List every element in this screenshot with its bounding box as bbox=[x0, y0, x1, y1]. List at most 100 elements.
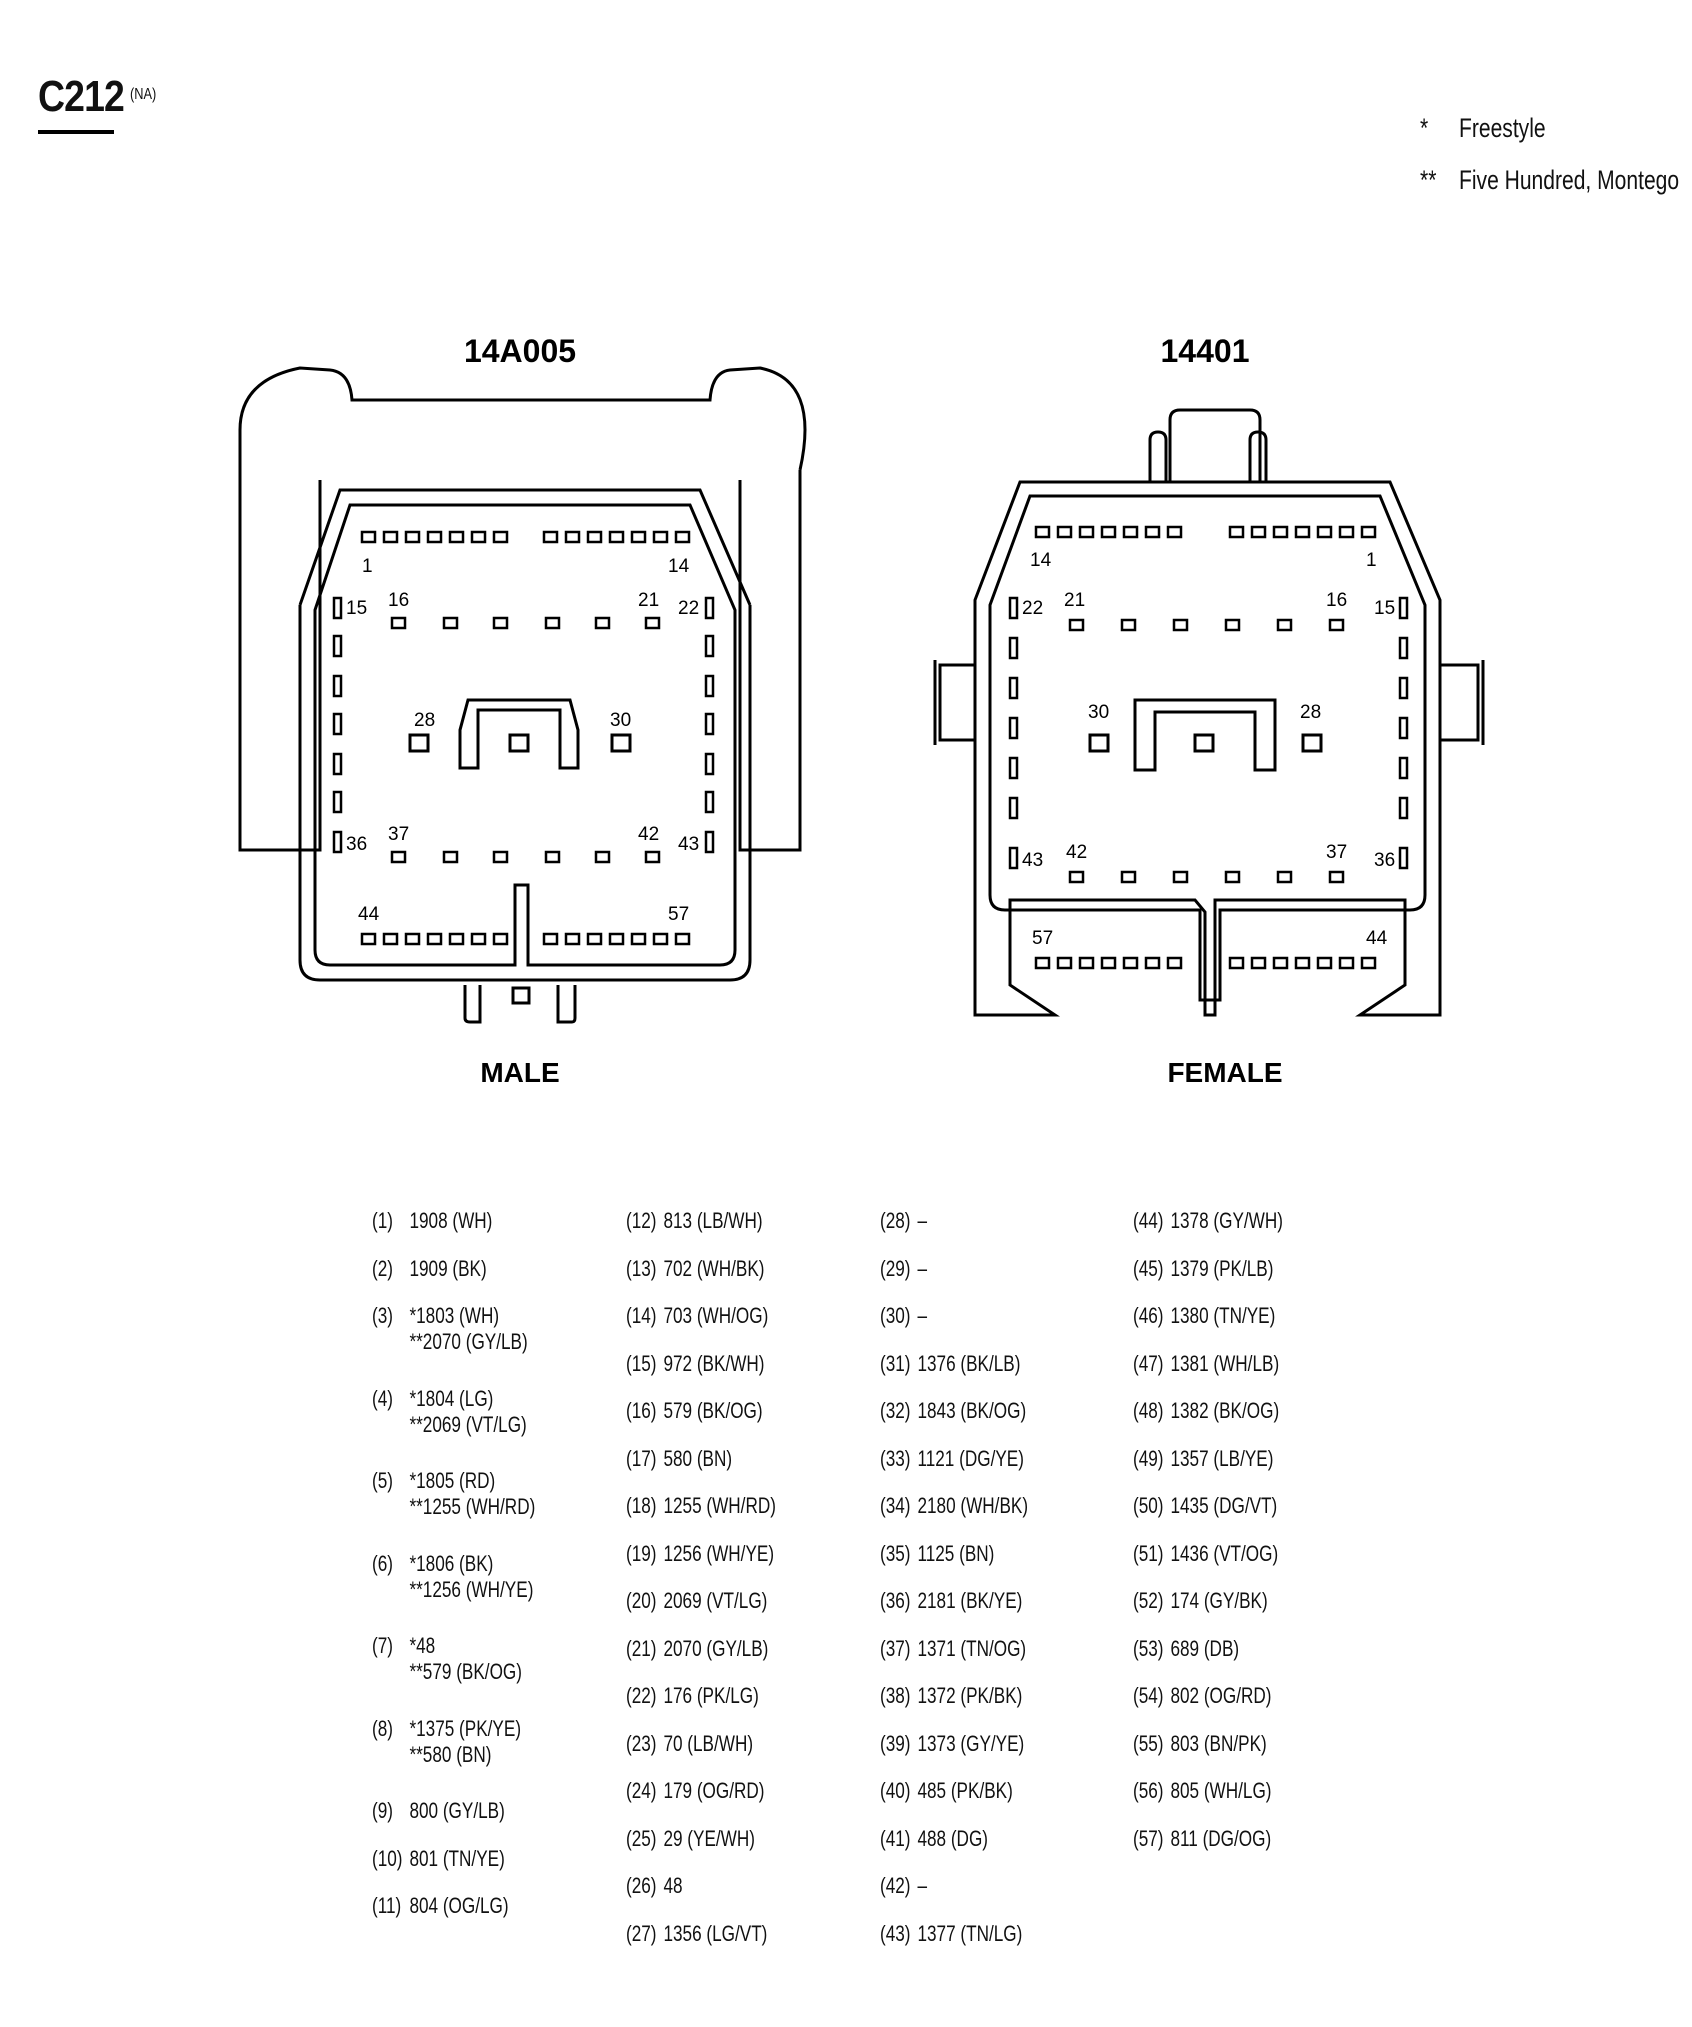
circuit-text: 1843 (BK/OG) bbox=[917, 1398, 1027, 1423]
pin-entry: (31)1376 (BK/LB) bbox=[880, 1351, 1020, 1377]
title-underline bbox=[38, 130, 114, 134]
pin-entry: (12)813 (LB/WH) bbox=[626, 1208, 763, 1234]
female-label-44: 44 bbox=[1366, 928, 1388, 949]
pin-number: (11) bbox=[372, 1893, 402, 1918]
pin-number: (40) bbox=[880, 1778, 911, 1803]
circuit-text: 29 (YE/WH) bbox=[663, 1825, 755, 1851]
circuit-text: – bbox=[917, 1208, 927, 1233]
male-pins bbox=[332, 530, 715, 946]
pin-number: (54) bbox=[1133, 1683, 1164, 1708]
pin-number: (13) bbox=[626, 1255, 657, 1281]
pin-number: (20) bbox=[626, 1588, 657, 1613]
pin-entry: (2)1909 (BK) bbox=[372, 1256, 487, 1282]
pin-number: (30) bbox=[880, 1303, 911, 1328]
female-label-15: 15 bbox=[1374, 598, 1395, 619]
female-part-number: 14401 bbox=[1161, 333, 1250, 369]
female-label-14: 14 bbox=[1030, 550, 1052, 571]
pin-entry: (53)689 (DB) bbox=[1133, 1636, 1239, 1662]
pin-entry: (3)*1803 (WH)**2070 (GY/LB) bbox=[372, 1303, 528, 1355]
pin-number: (35) bbox=[880, 1540, 911, 1566]
pin-number: (25) bbox=[626, 1825, 657, 1851]
circuit-text: *1805 (RD) bbox=[409, 1468, 496, 1493]
pin-entry: (24)179 (OG/RD) bbox=[626, 1778, 765, 1804]
circuit-text: 801 (TN/YE) bbox=[409, 1845, 505, 1871]
circuit-text: **580 (BN) bbox=[409, 1741, 492, 1767]
circuit-text: 1908 (WH) bbox=[409, 1208, 493, 1233]
pin-number: (32) bbox=[880, 1398, 911, 1423]
male-label-43: 43 bbox=[678, 834, 699, 855]
male-label-44: 44 bbox=[358, 904, 380, 925]
pin-entry: (15)972 (BK/WH) bbox=[626, 1351, 765, 1377]
pin-entry: (50)1435 (DG/VT) bbox=[1133, 1493, 1277, 1519]
pin-number: (39) bbox=[880, 1730, 911, 1756]
circuit-text: 813 (LB/WH) bbox=[663, 1208, 763, 1233]
market-note: (NA) bbox=[130, 86, 157, 103]
pin-entry: (19)1256 (WH/YE) bbox=[626, 1541, 774, 1567]
pin-number: (47) bbox=[1133, 1350, 1164, 1376]
male-label-22: 22 bbox=[678, 598, 699, 619]
pin-number: (3) bbox=[372, 1303, 393, 1328]
pin-number: (7) bbox=[372, 1633, 393, 1658]
circuit-text: 70 (LB/WH) bbox=[663, 1730, 754, 1756]
circuit-text: 1256 (WH/YE) bbox=[663, 1540, 775, 1566]
pin-entry: (14)703 (WH/OG) bbox=[626, 1303, 768, 1329]
circuit-text: 580 (BN) bbox=[663, 1445, 733, 1471]
pin-number: (57) bbox=[1133, 1825, 1164, 1851]
pin-number: (27) bbox=[626, 1920, 657, 1946]
pin-number: (28) bbox=[880, 1208, 911, 1233]
pin-entry: (40)485 (PK/BK) bbox=[880, 1778, 1013, 1804]
circuit-text: 972 (BK/WH) bbox=[663, 1350, 765, 1376]
pin-number: (17) bbox=[626, 1445, 657, 1471]
pin-entry: (23)70 (LB/WH) bbox=[626, 1731, 753, 1757]
pin-entry: (49)1357 (LB/YE) bbox=[1133, 1446, 1273, 1472]
circuit-text: 804 (OG/LG) bbox=[409, 1893, 509, 1918]
circuit-text: 488 (DG) bbox=[917, 1825, 989, 1851]
pin-entry: (56)805 (WH/LG) bbox=[1133, 1778, 1272, 1804]
circuit-text: 48 bbox=[663, 1873, 683, 1898]
female-label-37: 37 bbox=[1326, 842, 1347, 863]
circuit-text: *1806 (BK) bbox=[409, 1550, 494, 1576]
pin-number: (19) bbox=[626, 1540, 657, 1566]
pin-number: (9) bbox=[372, 1798, 393, 1823]
male-label-37: 37 bbox=[388, 824, 409, 845]
pin-number: (4) bbox=[372, 1385, 393, 1411]
male-part-number: 14A005 bbox=[464, 333, 576, 369]
pin-number: (46) bbox=[1133, 1303, 1164, 1328]
pin-number: (37) bbox=[880, 1635, 911, 1661]
circuit-text: – bbox=[917, 1255, 927, 1281]
male-label-15: 15 bbox=[346, 598, 367, 619]
female-label-43: 43 bbox=[1022, 850, 1043, 871]
pin-number: (44) bbox=[1133, 1208, 1164, 1233]
circuit-text: 485 (PK/BK) bbox=[917, 1778, 1013, 1803]
pin-number: (31) bbox=[880, 1350, 911, 1376]
circuit-text: **1256 (WH/YE) bbox=[409, 1576, 534, 1602]
male-label-28: 28 bbox=[414, 710, 435, 731]
pin-number: (52) bbox=[1133, 1588, 1164, 1613]
pin-number: (14) bbox=[626, 1303, 657, 1328]
pin-number: (42) bbox=[880, 1873, 911, 1898]
pin-number: (6) bbox=[372, 1550, 393, 1576]
circuit-text: *1803 (WH) bbox=[409, 1303, 500, 1328]
pin-entry: (30)– bbox=[880, 1303, 927, 1329]
circuit-text: **579 (BK/OG) bbox=[409, 1659, 522, 1684]
pin-entry: (36)2181 (BK/YE) bbox=[880, 1588, 1022, 1614]
pin-entry: (11) 804 (OG/LG) bbox=[372, 1893, 509, 1919]
circuit-text: 1376 (BK/LB) bbox=[917, 1350, 1021, 1376]
pin-entry: (17)580 (BN) bbox=[626, 1446, 732, 1472]
circuit-text: 1356 (LG/VT) bbox=[663, 1920, 768, 1946]
pin-entry: (8)*1375 (PK/YE)**580 (BN) bbox=[372, 1716, 521, 1768]
male-label-42: 42 bbox=[638, 824, 659, 845]
circuit-text: 2181 (BK/YE) bbox=[917, 1588, 1023, 1613]
pin-entry: (7)*48**579 (BK/OG) bbox=[372, 1633, 522, 1685]
circuit-text: 1377 (TN/LG) bbox=[917, 1920, 1023, 1946]
circuit-text: 811 (DG/OG) bbox=[1170, 1825, 1272, 1851]
pin-number: (23) bbox=[626, 1730, 657, 1756]
pin-number: (18) bbox=[626, 1493, 657, 1518]
pin-number: (53) bbox=[1133, 1635, 1164, 1661]
pin-number: (50) bbox=[1133, 1493, 1164, 1518]
pin-entry: (5)*1805 (RD)**1255 (WH/RD) bbox=[372, 1468, 535, 1520]
pin-entry: (29)– bbox=[880, 1256, 927, 1282]
pin-entry: (9)800 (GY/LB) bbox=[372, 1798, 505, 1824]
pin-entry: (16)579 (BK/OG) bbox=[626, 1398, 763, 1424]
pin-entry: (46)1380 (TN/YE) bbox=[1133, 1303, 1275, 1329]
